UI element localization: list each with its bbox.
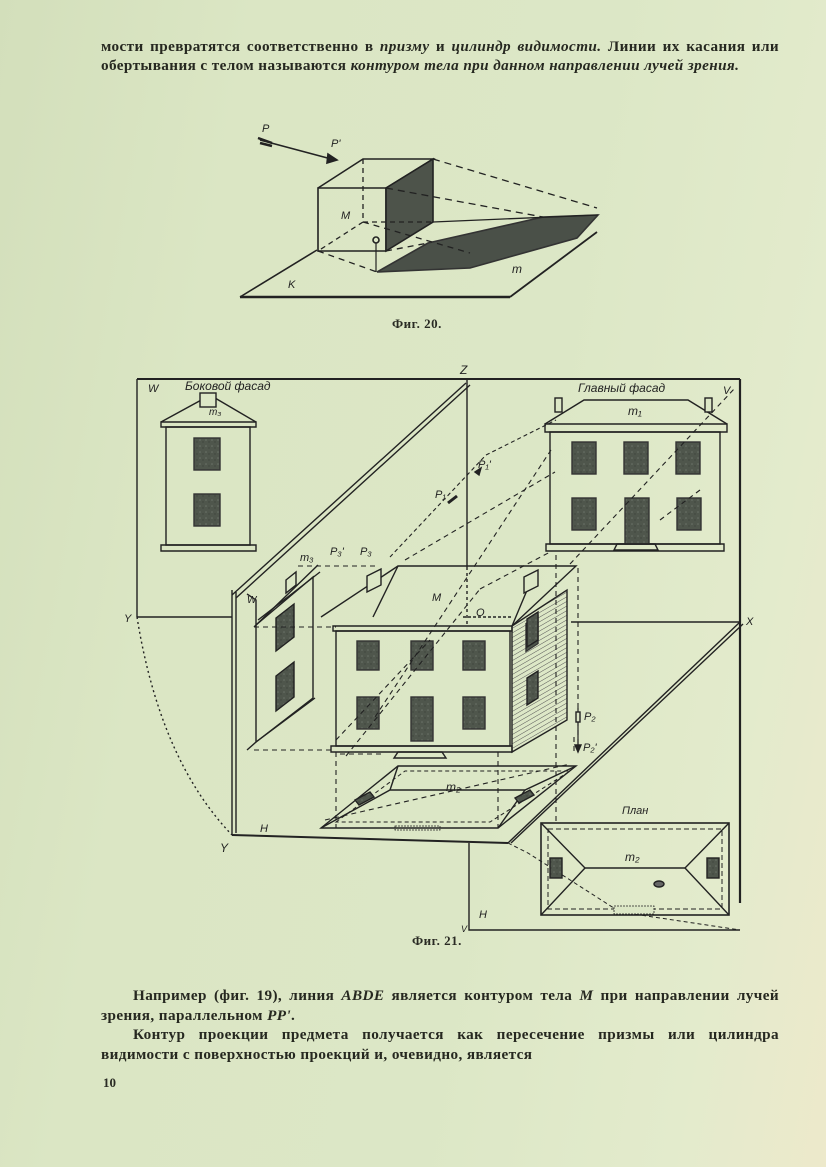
figure-20: P P' M K m	[239, 123, 600, 299]
label-P1: P₁	[435, 489, 446, 501]
label-m: m	[512, 262, 522, 276]
text-segment: .	[291, 1006, 296, 1024]
label-M: M	[432, 592, 442, 604]
figure-20-caption: Фиг. 20.	[392, 316, 442, 331]
label-M: M	[341, 210, 351, 222]
text-segment: при направлении лучей зрения, параллельн…	[101, 987, 779, 1024]
term-ABDE: ABDE	[341, 987, 385, 1004]
label-m3-side: m₃	[209, 407, 221, 418]
paragraph-bottom: Например (фиг. 19), линия ABDE является …	[101, 986, 779, 1064]
label-V-bottom: V	[461, 924, 468, 934]
label-H-left: H	[260, 823, 268, 835]
text-segment: и	[429, 38, 452, 55]
label-main-facade: Главный фасад	[578, 381, 666, 395]
label-P3-prime: P₃'	[330, 546, 345, 558]
label-H-right: H	[479, 909, 487, 921]
term-body-contour: контуром тела при данном направлении луч…	[350, 57, 740, 74]
page-number: 10	[103, 1075, 116, 1090]
term-PP-prime: PP'	[267, 1006, 292, 1024]
label-m2-plan: m₂	[625, 850, 640, 864]
label-plan: План	[622, 805, 648, 817]
label-O: O	[476, 607, 485, 619]
label-V: V	[723, 385, 732, 397]
label-side-facade: Боковой фасад	[185, 379, 271, 393]
label-m1: m₁	[628, 404, 642, 418]
term-visibility-cylinder: цилиндр видимости.	[451, 38, 602, 55]
figure-21: W Боковой фасад Z Главный фасад V m₁ m₃ …	[124, 363, 754, 934]
text-segment: мости превратятся соответственно в	[101, 38, 380, 55]
paragraph-1: Например (фиг. 19), линия ABDE является …	[101, 986, 779, 1025]
text-segment: является контуром тела	[384, 987, 580, 1004]
label-P1-prime: P₁'	[478, 459, 492, 471]
paragraph-2: Контур проекции предмета получается как …	[101, 1025, 779, 1064]
text-segment: Например (фиг. 19), линия	[133, 987, 342, 1004]
label-P3: P₃	[360, 546, 372, 558]
label-P2: P₂	[584, 711, 596, 723]
label-P2-prime: P₂'	[583, 742, 598, 754]
figure-21-caption: Фиг. 21.	[412, 933, 462, 948]
label-P: P	[262, 123, 270, 135]
label-P-prime: P'	[331, 138, 341, 150]
label-K: K	[288, 279, 296, 291]
label-Y-bottom: Y	[220, 841, 229, 855]
term-M: M	[579, 987, 594, 1004]
label-W-top: W	[148, 383, 160, 395]
label-W-inner: W	[247, 595, 258, 606]
label-m3-iso: m₃	[300, 552, 314, 564]
label-m2-iso: m₂	[446, 780, 461, 794]
text-segment: Контур проекции предмета получается как …	[101, 1026, 779, 1063]
label-Z: Z	[459, 363, 468, 377]
paragraph-top: мости превратятся соответственно в призм…	[101, 37, 779, 75]
label-X: X	[745, 616, 754, 628]
text-segment: Линии их касания или обертывания с телом…	[101, 38, 780, 74]
term-prism: призму	[379, 38, 430, 55]
label-Y-left: Y	[124, 613, 132, 625]
